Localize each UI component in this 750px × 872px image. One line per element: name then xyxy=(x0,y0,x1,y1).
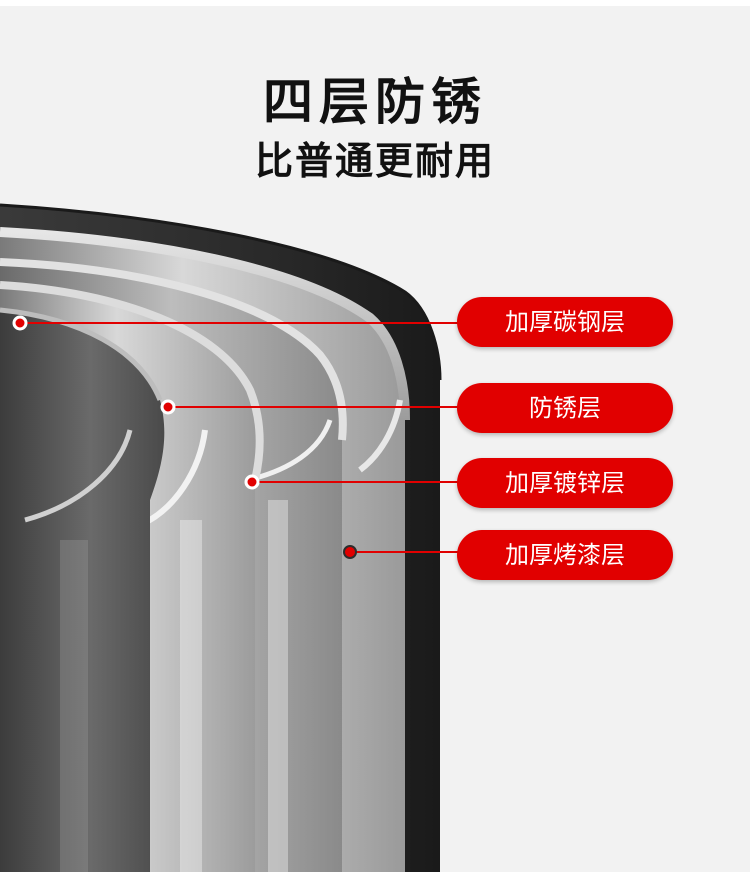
page-title: 四层防锈 xyxy=(263,73,487,131)
label-anti-rust-layer: 防锈层 xyxy=(457,383,673,433)
page-subtitle: 比普通更耐用 xyxy=(254,139,495,183)
top-border xyxy=(0,0,750,6)
sheen-strips xyxy=(60,500,288,872)
label-galvanized-layer: 加厚镀锌层 xyxy=(457,458,673,508)
callout-1 xyxy=(12,315,460,331)
callout-3 xyxy=(244,474,460,490)
label-carbon-steel-layer: 加厚碳钢层 xyxy=(457,297,673,347)
inner-core xyxy=(0,307,165,872)
label-paint-layer: 加厚烤漆层 xyxy=(457,530,673,580)
callout-4 xyxy=(343,545,460,559)
callout-2 xyxy=(160,399,460,415)
